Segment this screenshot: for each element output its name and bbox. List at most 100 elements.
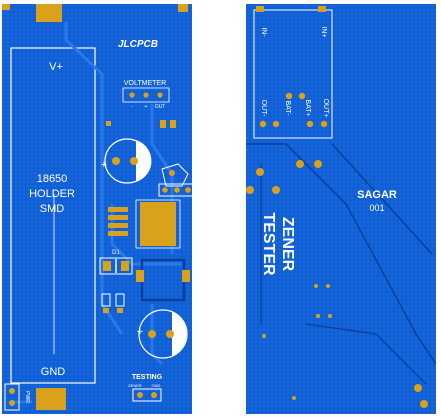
via-pad	[314, 160, 322, 168]
pwr-label: PWR	[24, 391, 30, 403]
module-pad	[259, 120, 267, 128]
module-pad	[256, 6, 264, 12]
module-pad	[298, 92, 306, 100]
via-pad	[272, 186, 280, 194]
copper-pour-texture	[246, 4, 436, 414]
ic-thermal-pad	[140, 202, 176, 246]
holder-bottom-pad	[36, 388, 66, 410]
header-outline	[158, 183, 192, 197]
inductor-pad	[182, 270, 190, 282]
capacitor-2-polarity-mark	[172, 312, 187, 356]
testing-header-outline	[132, 388, 162, 402]
component-pad	[169, 170, 175, 176]
in-plus-label: IN+	[320, 26, 327, 37]
smd-pad	[170, 120, 176, 128]
smd-pad	[106, 121, 111, 126]
header-pin	[185, 187, 191, 193]
capacitor-2-plus-label: +	[137, 326, 143, 338]
via-pad	[256, 168, 264, 176]
module-pad	[272, 120, 280, 128]
module-pad	[306, 120, 314, 128]
via-pad	[328, 314, 332, 318]
module-pad	[320, 120, 328, 128]
ic-pin	[108, 231, 128, 236]
voltmeter-minus-label: -	[131, 104, 133, 110]
voltmeter-out-label: OUT	[155, 104, 166, 110]
pcb-back-board: IN- IN+ OUT- BAT- BAT+ OUT+ ZENER TESTER…	[246, 4, 436, 414]
voltmeter-pin	[129, 92, 135, 98]
testing-pin	[151, 392, 157, 398]
in-minus-label: IN-	[260, 27, 267, 37]
out-plus-label: OUT+	[322, 99, 329, 118]
testing-pin	[137, 392, 143, 398]
inductor-pad	[136, 270, 144, 282]
resistor-outline	[115, 293, 125, 307]
charger-module-outline	[253, 9, 333, 139]
pwr-pin	[9, 400, 15, 406]
corner-pad-tr	[178, 4, 188, 12]
resistor-outline	[101, 293, 111, 307]
module-pad	[285, 92, 293, 100]
out-minus-label: OUT-	[260, 100, 267, 117]
title-line-1: ZENER	[279, 217, 296, 272]
ic-pin	[108, 215, 128, 220]
bat-plus-label: BAT+	[304, 99, 311, 116]
trace	[331, 143, 433, 255]
holder-title-line: SMD	[40, 203, 65, 215]
trace	[150, 304, 164, 366]
ic-pin	[108, 223, 128, 228]
trace	[246, 143, 436, 365]
diode-label: D1	[112, 250, 120, 256]
capacitor-1-polarity-mark	[136, 140, 152, 182]
header-pin	[174, 187, 180, 193]
gnd-small-label: GND	[152, 383, 161, 388]
holder-title-line: HOLDER	[29, 188, 75, 200]
smd-pad	[103, 308, 109, 313]
diode-pad	[121, 261, 129, 271]
testing-label: TESTING	[132, 374, 163, 381]
voltmeter-pin	[143, 92, 149, 98]
holder-top-label: V+	[49, 61, 63, 73]
capacitor-2-pad	[166, 330, 174, 338]
voltmeter-header-outline	[122, 87, 170, 103]
inductor-outline	[140, 258, 186, 302]
battery-holder-outline	[10, 47, 96, 384]
via-pad	[414, 384, 422, 392]
pwr-header-outline	[4, 383, 20, 411]
capacitor-1-plus-label: +	[101, 159, 107, 171]
via-pad	[292, 396, 296, 400]
trace	[305, 323, 427, 385]
holder-top-pad	[36, 4, 62, 22]
author-label: SAGAR	[357, 189, 397, 201]
via-pad	[326, 284, 330, 288]
ic-outline	[135, 199, 181, 249]
capacitor-2-pad	[148, 330, 156, 338]
capacitor-1-pad	[112, 157, 120, 165]
title-line-2: TESTER	[260, 212, 277, 276]
diode-outline	[99, 257, 133, 275]
via-pad	[316, 314, 320, 318]
pcb-back-artwork: IN- IN+ OUT- BAT- BAT+ OUT+ ZENER TESTER…	[246, 6, 436, 408]
capacitor-2-outline	[138, 309, 188, 359]
smd-pad	[160, 120, 166, 128]
via-pad	[314, 284, 318, 288]
header-pin	[162, 187, 168, 193]
trace	[64, 22, 124, 335]
smd-pad	[117, 308, 123, 313]
diode-pad	[103, 261, 111, 271]
via-pad	[296, 160, 304, 168]
bat-minus-label: BAT-	[284, 100, 291, 116]
corner-pad-tl	[2, 4, 10, 10]
holder-title-line: 18650	[37, 173, 68, 185]
holder-bottom-label: GND	[41, 366, 66, 378]
jlcpcb-label: JLCPCB	[118, 39, 158, 50]
ic-pin	[108, 207, 128, 212]
component-outline	[161, 163, 189, 187]
zener-small-label: ZENER	[128, 383, 142, 388]
voltmeter-plus-label: +	[145, 104, 148, 110]
capacitor-1-pad	[130, 157, 138, 165]
via-pad	[420, 400, 428, 408]
via-pad	[246, 186, 254, 194]
pcb-front-artwork: V+ 18650 HOLDER SMD GND JLCPCB VOLTMETER…	[2, 4, 192, 411]
pcb-front-board: V+ 18650 HOLDER SMD GND JLCPCB VOLTMETER…	[2, 4, 192, 414]
